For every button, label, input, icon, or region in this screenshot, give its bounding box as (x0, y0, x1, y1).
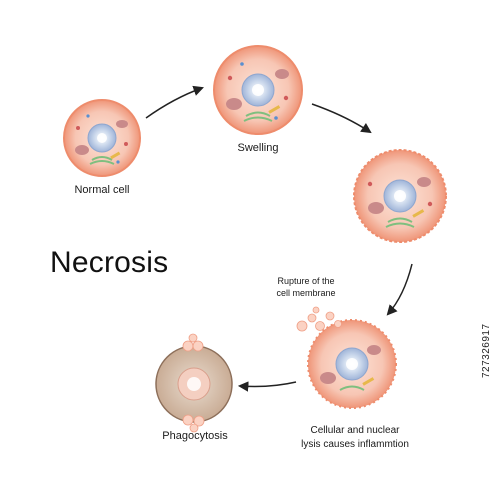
stock-id-watermark: 727326917 (481, 323, 492, 378)
label-phagocytosis: Phagocytosis (162, 430, 228, 442)
organelles (320, 345, 381, 391)
lysis-cell (307, 319, 397, 409)
arrow-lysis-to-phagocytosis (237, 381, 297, 392)
phagocyte-cell (155, 345, 233, 423)
debris-top (182, 333, 204, 352)
released-contents (296, 306, 342, 332)
organelles (75, 114, 128, 165)
normal-cell (63, 99, 141, 177)
debris-bottom (182, 414, 205, 433)
arrow-normal-to-swelling (145, 85, 204, 119)
swelling-cell (213, 45, 303, 135)
organelles (226, 62, 289, 122)
arrow-swollen-to-lysis (386, 263, 413, 316)
label-swelling: Swelling (237, 142, 279, 154)
label-normal-cell: Normal cell (74, 184, 130, 196)
organelles (367, 177, 433, 228)
diagram-title: Necrosis (50, 246, 169, 279)
swollen-cell (353, 149, 447, 243)
label-lysis: Cellular and nuclear lysis causes inflam… (301, 425, 409, 450)
arrow-swelling-to-swollen (311, 103, 372, 134)
label-rupture: Rupture of the cell membrane (276, 276, 336, 298)
